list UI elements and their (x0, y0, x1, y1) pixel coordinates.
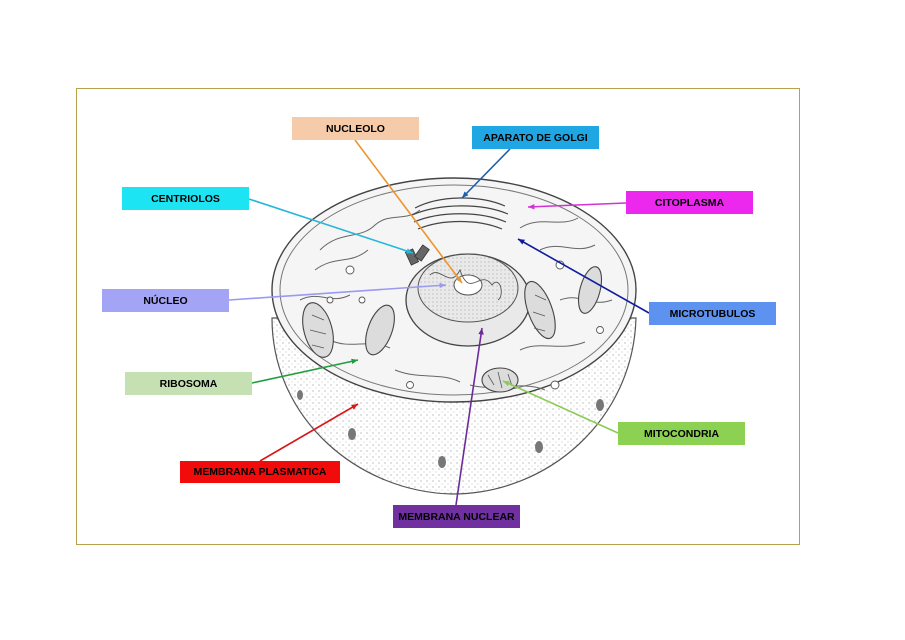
label-nucleolo-text: NUCLEOLO (326, 122, 385, 135)
label-membrana-plasmatica-text: MEMBRANA PLASMATICA (193, 466, 327, 478)
connector-lines (228, 139, 650, 506)
label-microtubulos-text: MICROTUBULOS (669, 307, 756, 320)
membrana-plasmatica-arrow (259, 403, 359, 462)
nucleo-arrow-head (439, 282, 446, 289)
label-mitocondria: MITOCONDRIA (618, 422, 745, 445)
citoplasma-arrow (527, 202, 627, 208)
label-ribosoma: RIBOSOMA (125, 372, 252, 395)
diagram-frame (76, 88, 800, 545)
nucleolo-arrow-head (455, 276, 462, 283)
centriolos-arrow-head (406, 248, 413, 254)
label-nucleo: NÚCLEO (102, 289, 229, 312)
label-nucleolo: NUCLEOLO (292, 117, 419, 140)
mitochondria (302, 266, 603, 393)
golgi-arrow-head (462, 191, 469, 198)
microtubulos-arrow (517, 238, 650, 314)
label-microtubulos: MICROTUBULOS (649, 302, 776, 325)
ribosoma-arrow-head (351, 358, 358, 365)
label-membrana-nuclear-text: MEMBRANA NUCLEAR (398, 510, 515, 523)
nucleo-arrow (228, 284, 447, 301)
nucleolo-arrow (354, 139, 463, 284)
label-membrana-plasmatica: MEMBRANA PLASMATICA (180, 461, 340, 483)
label-centriolos: CENTRIOLOS (122, 187, 249, 210)
label-golgi-text: APARATO DE GOLGI (483, 131, 588, 144)
nucleus (405, 253, 531, 347)
label-citoplasma: CITOPLASMA (626, 191, 753, 214)
label-aparato-de-golgi: APARATO DE GOLGI (472, 126, 599, 149)
membrana-nuclear-arrow-head (478, 328, 484, 335)
label-ribosoma-text: RIBOSOMA (159, 377, 218, 390)
label-mitocondria-text: MITOCONDRIA (643, 427, 720, 440)
ribosoma-arrow (251, 359, 359, 384)
label-membrana-nuclear: MEMBRANA NUCLEAR (393, 505, 520, 528)
centriolos-arrow (248, 198, 414, 254)
plasma-membrane (279, 184, 629, 396)
cell-illustration (271, 177, 637, 495)
microtubulos-arrow-head (518, 239, 525, 245)
citoplasma-arrow-head (528, 204, 535, 210)
membrana-plasmatica-arrow-head (351, 404, 358, 410)
mitocondria-arrow-head (503, 381, 510, 387)
golgi-apparatus (411, 197, 509, 230)
label-centriolos-text: CENTRIOLOS (151, 192, 220, 205)
membrana-nuclear-arrow (455, 327, 483, 506)
label-nucleo-text: NÚCLEO (143, 294, 188, 307)
label-citoplasma-text: CITOPLASMA (654, 196, 725, 209)
golgi-arrow (461, 148, 511, 199)
mitocondria-arrow (502, 380, 619, 434)
